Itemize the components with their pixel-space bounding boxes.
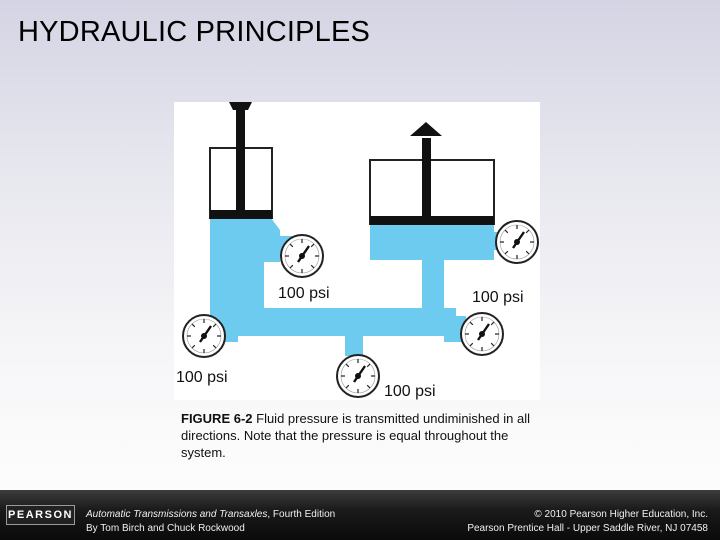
- gauge-right-cylinder-icon: [494, 219, 540, 265]
- slide-footer: PEARSON Automatic Transmissions and Tran…: [0, 490, 720, 540]
- left-piston: [210, 102, 272, 219]
- gauge-left-cylinder-icon: [279, 233, 325, 279]
- pearson-logo: PEARSON: [6, 505, 75, 525]
- label-left-gauge: 100 psi: [278, 285, 330, 302]
- figure-caption: FIGURE 6-2 Fluid pressure is transmitted…: [181, 410, 541, 461]
- gauge-bottom-center-icon: [335, 353, 381, 399]
- caption-text: Fluid pressure is transmitted undiminish…: [181, 411, 530, 460]
- book-authors: By Tom Birch and Chuck Rockwood: [86, 523, 245, 534]
- publisher: Pearson Prentice Hall - Upper Saddle Riv…: [467, 523, 708, 534]
- right-cylinder: [369, 159, 495, 225]
- caption-number: FIGURE 6-2: [181, 411, 253, 426]
- label-bottom-left-gauge: 100 psi: [176, 369, 228, 386]
- hydraulic-figure: 100 psi 100 psi 100 psi 100 psi: [174, 102, 540, 400]
- right-piston: [370, 122, 494, 225]
- slide-title: HYDRAULIC PRINCIPLES: [18, 16, 371, 48]
- book-edition: , Fourth Edition: [267, 509, 336, 520]
- gauge-bottom-left-icon: [181, 313, 227, 359]
- gauge-bottom-right-icon: [459, 311, 505, 357]
- book-title: Automatic Transmissions and Transaxles: [86, 509, 268, 520]
- footer-publisher-info: © 2010 Pearson Higher Education, Inc. Pe…: [467, 508, 708, 536]
- footer-book-info: Automatic Transmissions and Transaxles, …: [86, 508, 335, 536]
- label-right-gauge: 100 psi: [472, 289, 524, 306]
- copyright: © 2010 Pearson Higher Education, Inc.: [534, 509, 708, 520]
- label-bottom-center-gauge: 100 psi: [384, 383, 436, 400]
- hydraulic-diagram: 100 psi 100 psi 100 psi 100 psi: [176, 102, 540, 400]
